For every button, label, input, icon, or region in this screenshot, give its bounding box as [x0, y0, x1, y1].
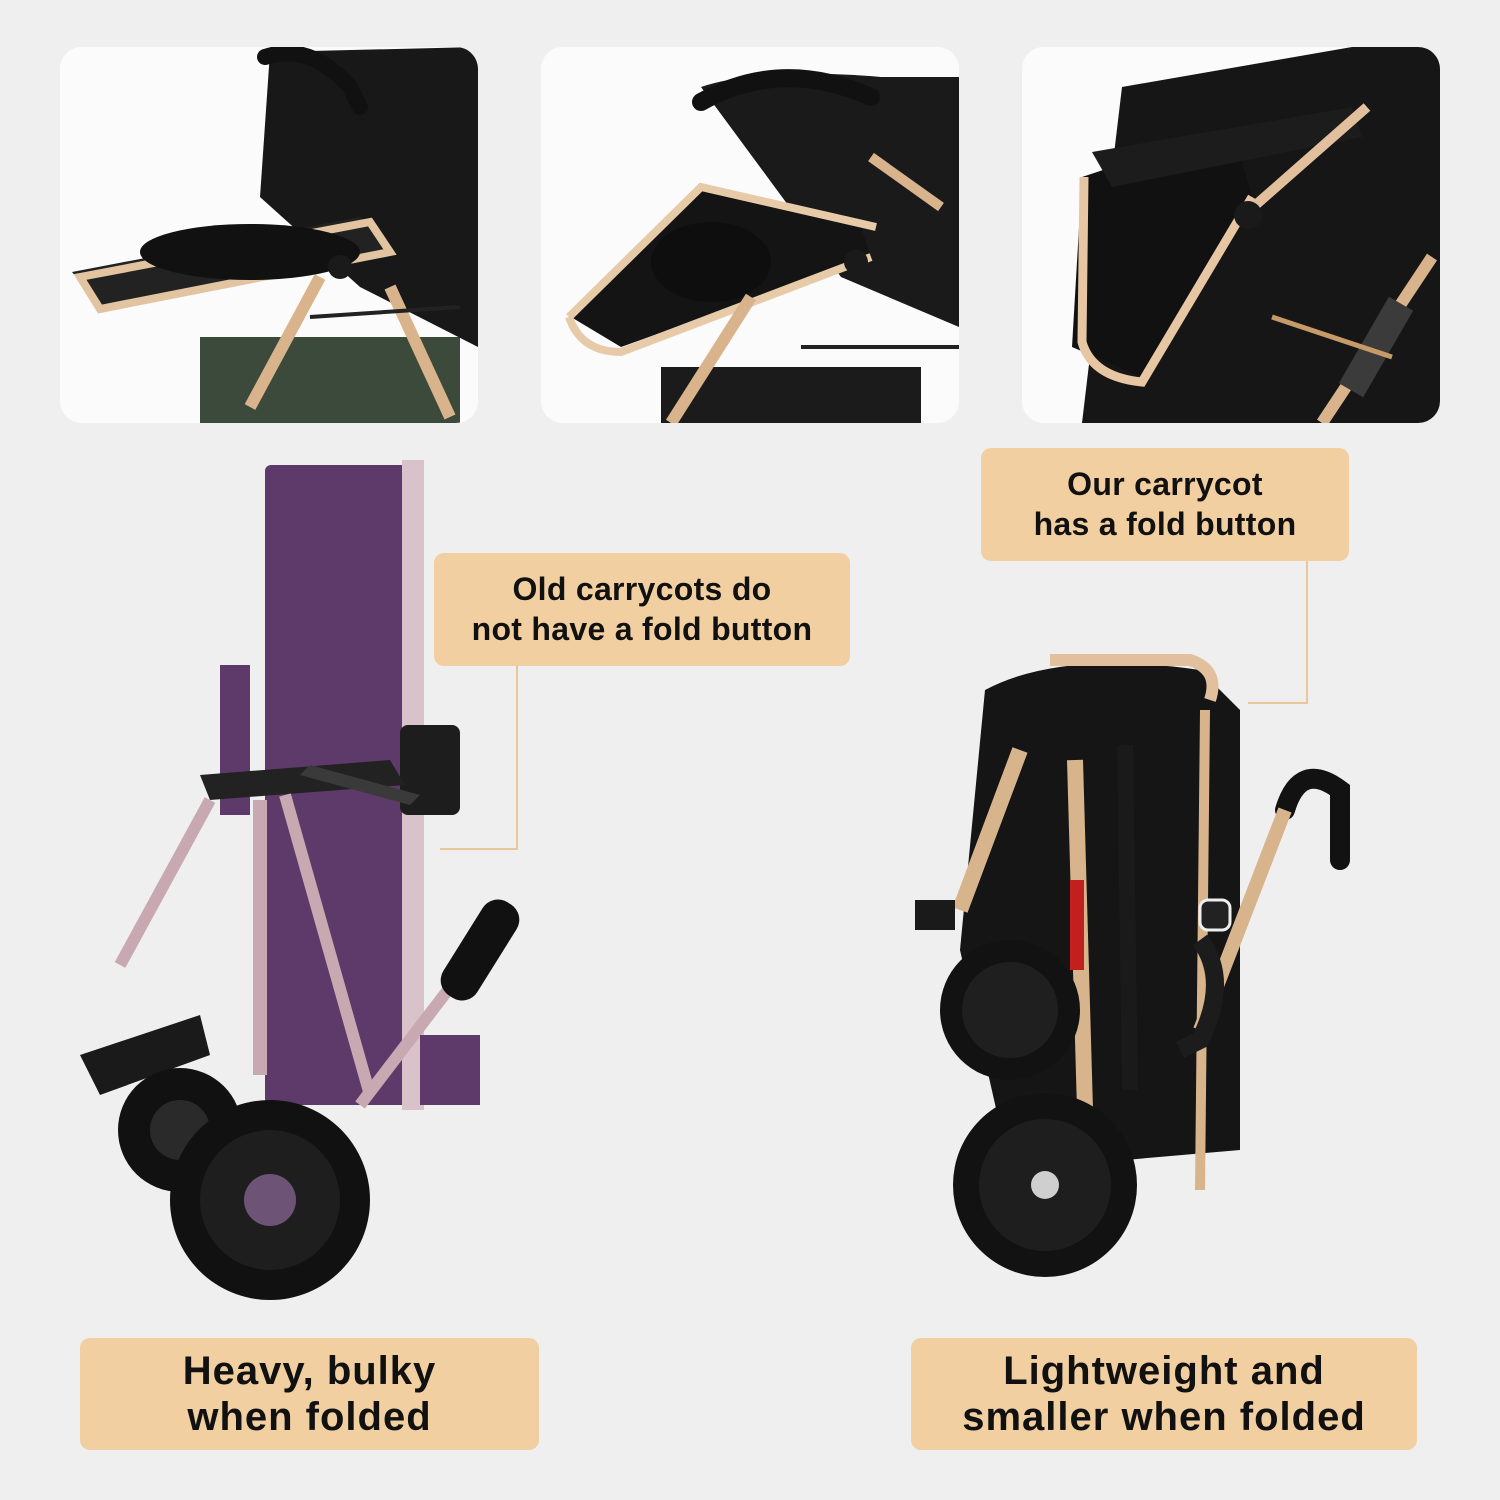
carrycot-photo-flat	[60, 47, 478, 423]
old-callout-leader-horizontal	[440, 848, 518, 850]
carrycot-folding-illustration	[1022, 47, 1440, 423]
new-stroller-caption-line-2: smaller when folded	[962, 1395, 1366, 1439]
our-carrycot-callout-line-1: Our carrycot	[1067, 466, 1263, 503]
carrycot-tilted-illustration	[541, 47, 959, 423]
old-stroller-caption-line-1: Heavy, bulky	[182, 1349, 437, 1393]
new-stroller-folded-image	[900, 650, 1360, 1290]
old-carrycot-callout: Old carrycots do not have a fold button	[434, 553, 850, 666]
new-stroller-caption: Lightweight and smaller when folded	[911, 1338, 1417, 1450]
old-stroller-caption: Heavy, bulky when folded	[80, 1338, 539, 1450]
old-stroller-folded-image	[60, 455, 560, 1310]
old-carrycot-callout-line-1: Old carrycots do	[512, 571, 772, 608]
old-stroller-caption-line-2: when folded	[187, 1395, 432, 1439]
our-carrycot-callout: Our carrycot has a fold button	[981, 448, 1349, 561]
carrycot-flat-illustration	[60, 47, 478, 423]
carrycot-photo-folding	[1022, 47, 1440, 423]
our-callout-leader-horizontal	[1248, 702, 1308, 704]
old-carrycot-callout-line-2: not have a fold button	[471, 610, 813, 647]
new-stroller-illustration	[915, 654, 1350, 1277]
new-stroller-caption-line-1: Lightweight and	[1003, 1349, 1325, 1393]
old-stroller-illustration	[80, 460, 520, 1300]
old-callout-leader-vertical	[516, 666, 518, 850]
our-callout-leader-vertical	[1306, 561, 1308, 704]
our-carrycot-callout-line-2: has a fold button	[1033, 505, 1297, 542]
carrycot-photo-tilted	[541, 47, 959, 423]
